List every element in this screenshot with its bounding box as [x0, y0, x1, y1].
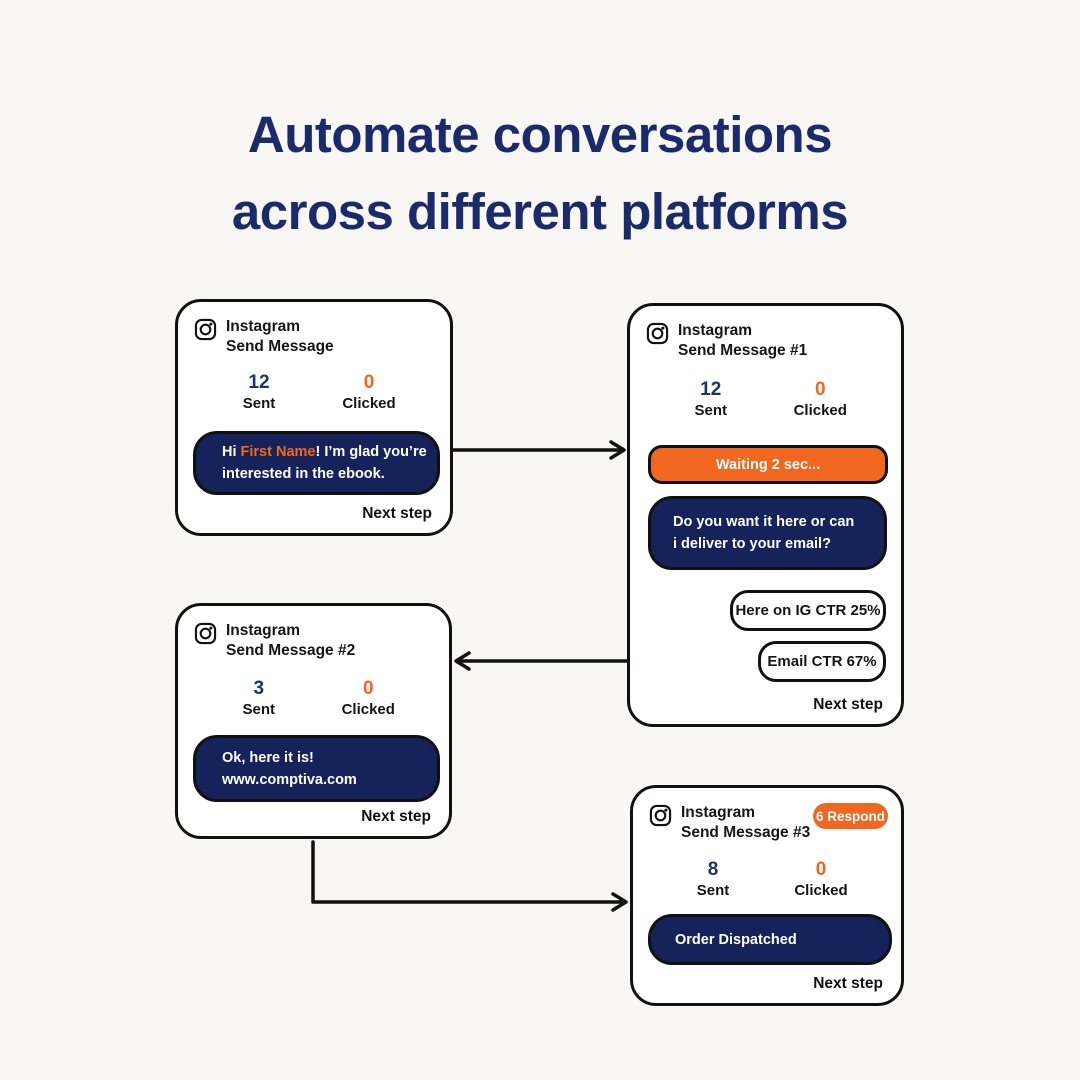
message-line1: Hi First Name! I’m glad you’re: [222, 444, 427, 460]
message-bubble: Ok, here it is! www.comptiva.com: [193, 735, 440, 802]
first-name-token: First Name: [240, 444, 316, 460]
platform-name: Instagram: [226, 318, 301, 335]
sent-stat: 12 Sent: [204, 372, 314, 412]
option-email-button[interactable]: Email CTR 67%: [758, 641, 886, 682]
respond-count-badge: 6 Respond: [813, 803, 888, 829]
card2-stats: 12 Sent 0 Clicked: [630, 379, 901, 419]
card1-header: Instagram Send Message: [194, 317, 334, 357]
option-here-on-ig-button[interactable]: Here on IG CTR 25%: [730, 590, 886, 631]
step-name: Send Message #3: [681, 824, 811, 841]
page-title: Automate conversations across different …: [0, 96, 1080, 250]
instagram-icon: [194, 318, 217, 341]
clicked-stat: 0 Clicked: [314, 372, 424, 412]
sent-value: 8: [707, 859, 719, 880]
platform-name: Instagram: [681, 804, 756, 821]
question-bubble: Do you want it here or can i deliver to …: [648, 496, 887, 570]
step-name: Send Message: [226, 338, 334, 355]
flow-node-send-message-3[interactable]: Instagram Send Message #3 6 Respond 8 Se…: [630, 785, 904, 1006]
sent-label: Sent: [696, 882, 730, 899]
instagram-icon: [194, 622, 217, 645]
clicked-label: Clicked: [793, 402, 847, 419]
clicked-stat: 0 Clicked: [314, 678, 424, 718]
card4-header: Instagram Send Message #3: [649, 803, 810, 843]
card3-stats: 3 Sent 0 Clicked: [178, 678, 449, 718]
clicked-value: 0: [363, 372, 375, 393]
clicked-stat: 0 Clicked: [767, 859, 875, 899]
sent-label: Sent: [242, 395, 276, 412]
clicked-label: Clicked: [794, 882, 848, 899]
arrow-card3-to-card4: [311, 840, 628, 912]
instagram-icon: [646, 322, 669, 345]
platform-name: Instagram: [678, 322, 753, 339]
message-bubble: Order Dispatched: [648, 914, 892, 965]
sent-stat: 3 Sent: [204, 678, 314, 718]
flow-node-send-message[interactable]: Instagram Send Message 12 Sent 0 Clicked…: [175, 299, 453, 536]
clicked-label: Clicked: [341, 701, 395, 718]
sent-label: Sent: [242, 701, 275, 718]
next-step-button[interactable]: Next step: [813, 696, 883, 713]
instagram-icon: [649, 804, 672, 827]
arrow-card1-to-card2: [451, 440, 626, 460]
question-line2: i deliver to your email?: [673, 536, 831, 552]
arrow-card2-to-card3: [454, 651, 629, 671]
sent-stat: 12 Sent: [656, 379, 766, 419]
clicked-label: Clicked: [342, 395, 396, 412]
card1-stats: 12 Sent 0 Clicked: [178, 372, 450, 412]
clicked-value: 0: [815, 859, 827, 880]
page-title-line2: across different platforms: [231, 183, 849, 240]
message-line1: Ok, here it is!: [222, 749, 314, 766]
sent-value: 3: [253, 678, 265, 699]
sent-label: Sent: [694, 402, 727, 419]
card4-stats: 8 Sent 0 Clicked: [633, 859, 901, 899]
message-line1: Order Dispatched: [675, 931, 797, 948]
step-name: Send Message #1: [678, 342, 808, 359]
next-step-button[interactable]: Next step: [362, 505, 432, 522]
platform-name: Instagram: [226, 622, 301, 639]
message-link[interactable]: www.comptiva.com: [222, 771, 357, 788]
flow-node-send-message-2[interactable]: Instagram Send Message #2 3 Sent 0 Click…: [175, 603, 452, 839]
waiting-bubble: Waiting 2 sec...: [648, 445, 888, 484]
page-title-line1: Automate conversations: [247, 106, 833, 163]
sent-value: 12: [248, 372, 270, 393]
card2-header: Instagram Send Message #1: [646, 321, 807, 361]
next-step-button[interactable]: Next step: [813, 975, 883, 992]
clicked-value: 0: [362, 678, 374, 699]
next-step-button[interactable]: Next step: [361, 808, 431, 825]
message-bubble: Hi First Name! I’m glad you’re intereste…: [193, 431, 440, 495]
step-name: Send Message #2: [226, 642, 356, 659]
sent-value: 12: [700, 379, 722, 400]
clicked-value: 0: [814, 379, 826, 400]
sent-stat: 8 Sent: [659, 859, 767, 899]
clicked-stat: 0 Clicked: [766, 379, 876, 419]
flow-node-send-message-1[interactable]: Instagram Send Message #1 12 Sent 0 Clic…: [627, 303, 904, 727]
card3-header: Instagram Send Message #2: [194, 621, 355, 661]
message-line2: interested in the ebook.: [222, 466, 385, 482]
question-line1: Do you want it here or can: [673, 514, 855, 530]
